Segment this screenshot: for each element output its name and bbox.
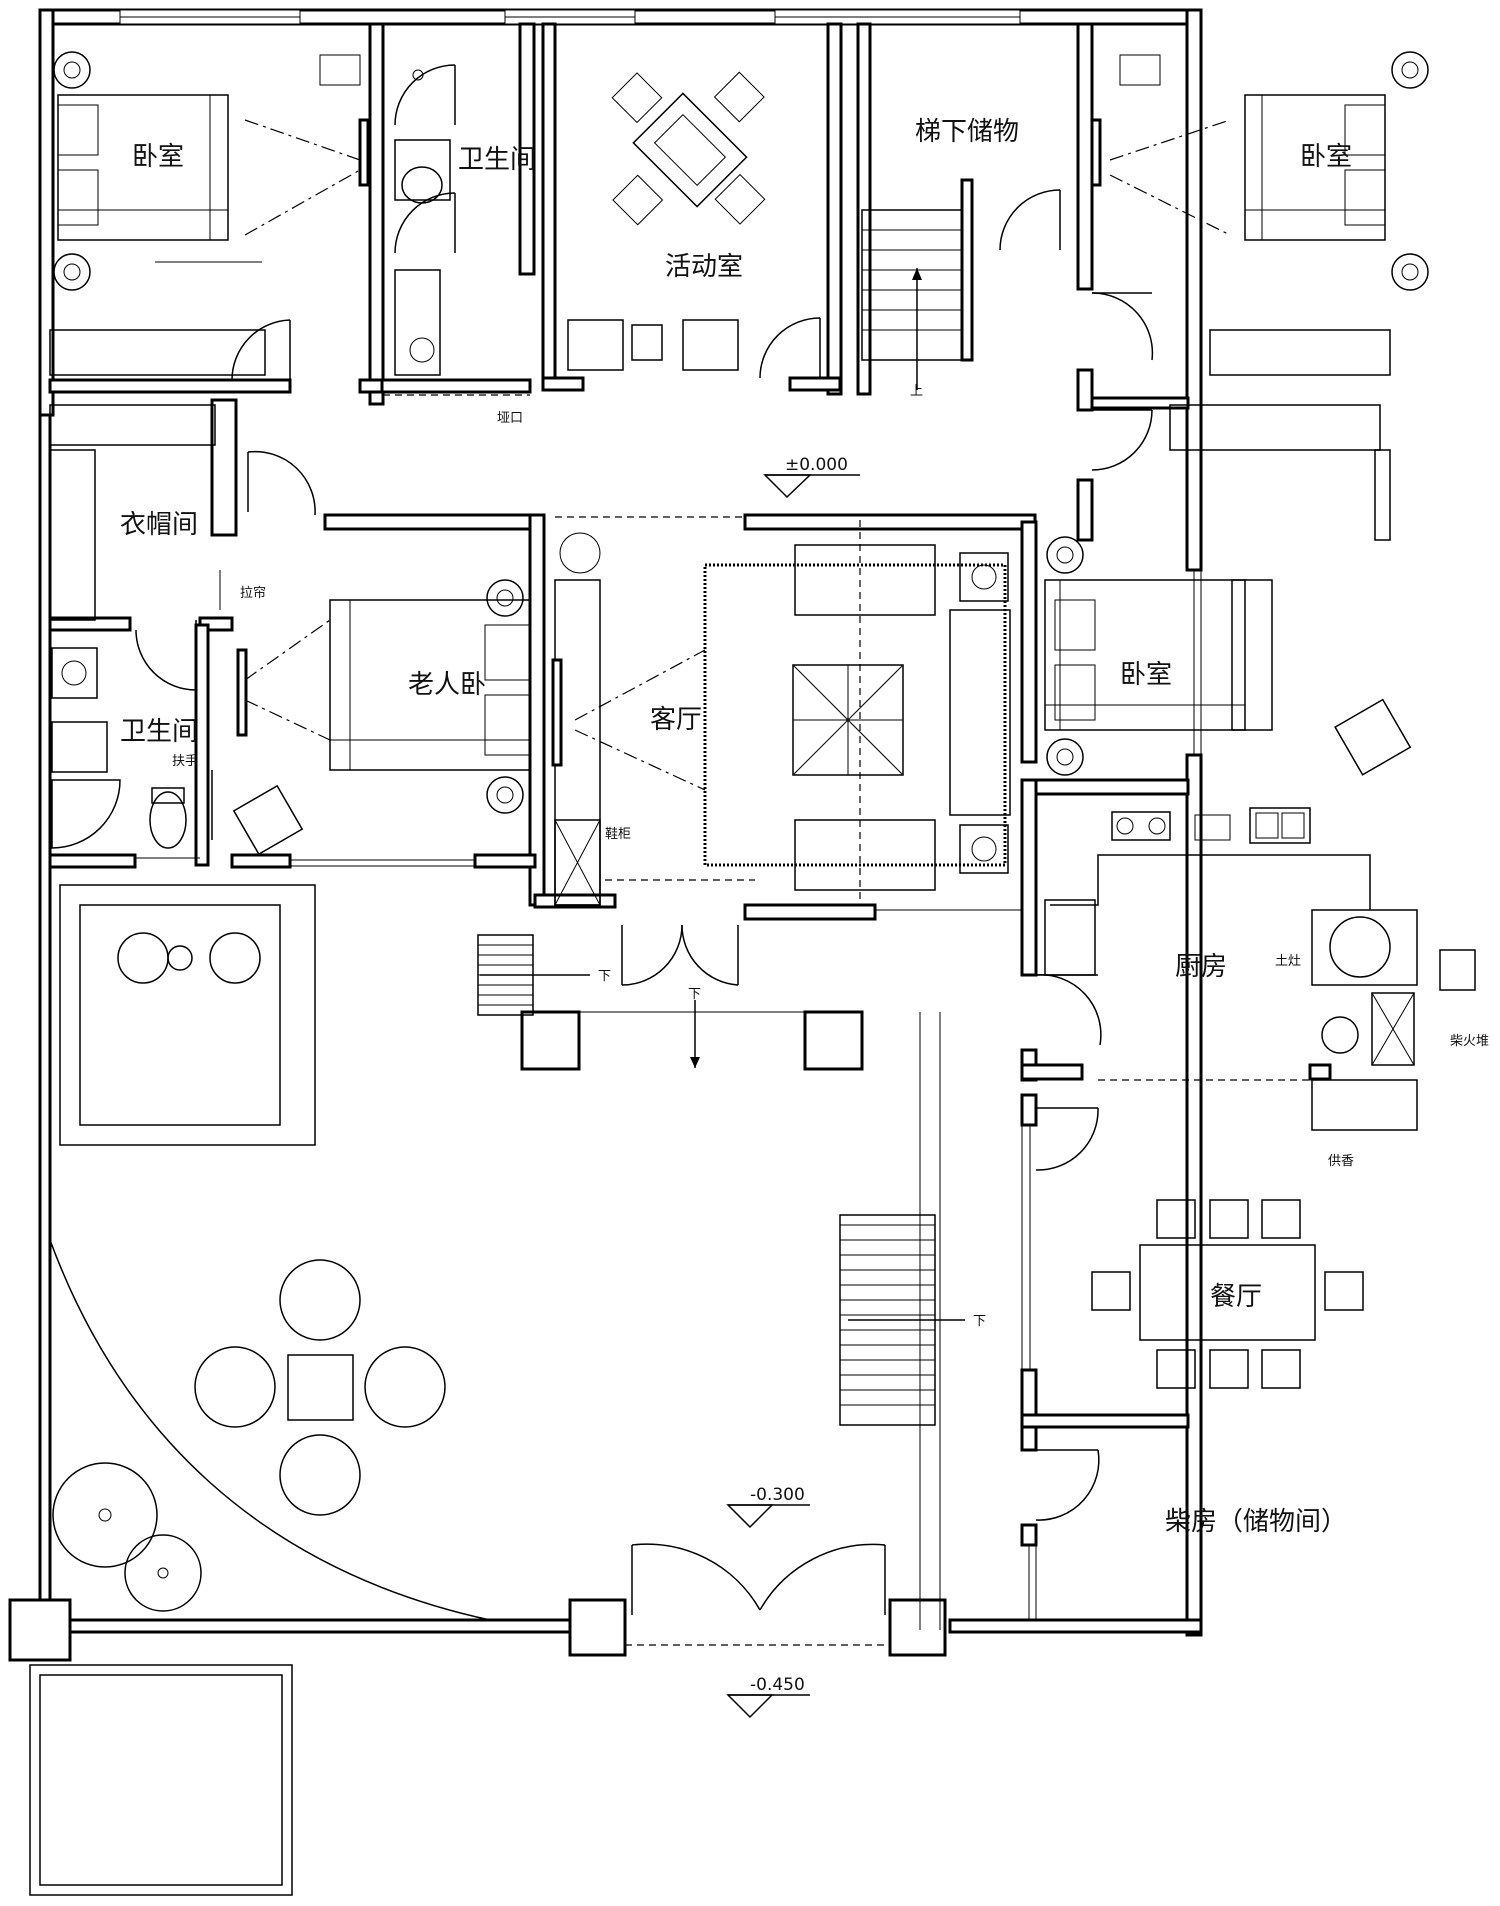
level-entry-step: -0.300: [750, 1485, 805, 1505]
label-dining-room: 餐厅: [1210, 1282, 1262, 1312]
annotations: 垭口 拉帘 扶手 鞋柜 土灶 柴火堆 供香 上 下 下 下: [172, 384, 1489, 1329]
interior-walls: [8, 22, 1332, 1662]
label-bathroom-top: 卫生间: [458, 145, 536, 175]
annotation-earth-stove: 土灶: [1275, 954, 1301, 969]
label-living-room: 客厅: [650, 705, 702, 735]
label-bedroom-east: 卧室: [1120, 660, 1172, 690]
label-elder-bedroom: 老人卧: [408, 670, 486, 700]
level-main-floor: ±0.000: [785, 455, 848, 475]
annotation-firewood-pile: 柴火堆: [1450, 1034, 1489, 1049]
exterior-walls: [38, 8, 1203, 1637]
annotation-stair-up: 上: [910, 384, 923, 399]
label-kitchen: 厨房: [1175, 952, 1227, 982]
label-bathroom-left: 卫生间: [120, 717, 198, 747]
annotation-shoe-cabinet: 鞋柜: [605, 826, 631, 842]
windows: [135, 570, 1202, 1620]
annotation-curtain: 拉帘: [240, 585, 266, 601]
level-markers: [726, 474, 860, 1719]
furniture: [29, 51, 1476, 1896]
room-labels: 卧室 卫生间 活动室 梯下储物 卧室 衣帽间 老人卧 客厅 卧室 卫生间 厨房 …: [120, 117, 1352, 1537]
label-woodshed: 柴房（储物间）: [1165, 1507, 1347, 1537]
level-labels: ±0.000 -0.300 -0.450: [750, 455, 848, 1695]
annotation-down-1: 下: [598, 969, 611, 984]
annotation-down-2: 下: [688, 987, 701, 1002]
label-activity-room: 活动室: [665, 252, 743, 282]
stairs: [477, 178, 974, 1630]
label-bedroom-nw: 卧室: [132, 142, 184, 172]
annotation-gap-opening: 垭口: [497, 411, 523, 426]
label-under-stair-storage: 梯下储物: [915, 117, 1019, 147]
annotation-altar: 供香: [1328, 1154, 1354, 1169]
label-wardrobe-room: 衣帽间: [120, 510, 198, 540]
level-outdoor: -0.450: [750, 1675, 805, 1695]
annotation-down-3: 下: [973, 1314, 986, 1329]
label-bedroom-ne: 卧室: [1300, 142, 1352, 172]
annotation-handrail: 扶手: [172, 754, 198, 769]
